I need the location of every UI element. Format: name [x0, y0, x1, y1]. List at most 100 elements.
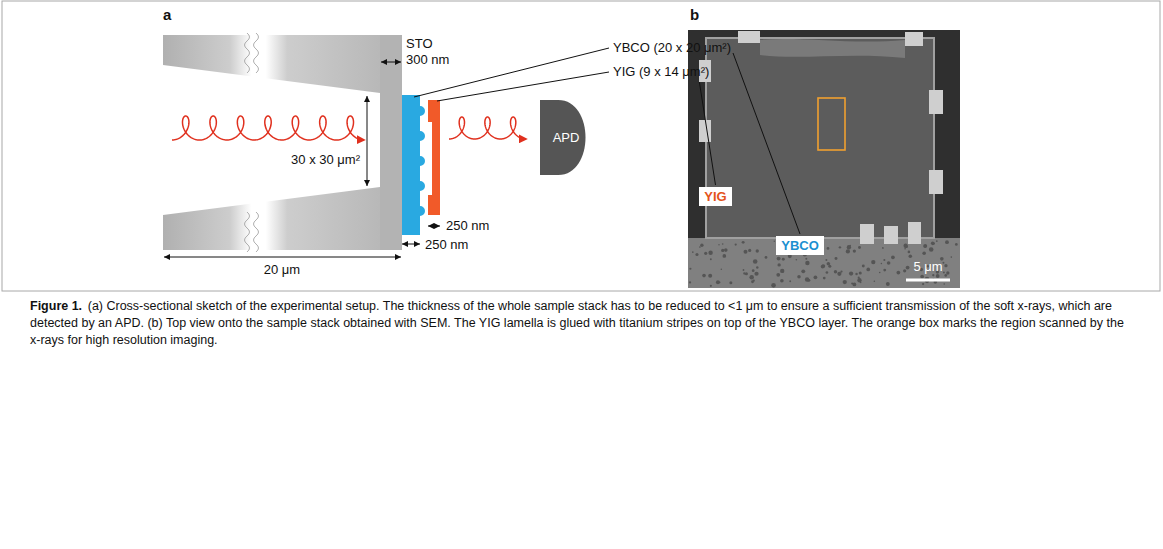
break-line — [245, 212, 250, 252]
sem-image — [688, 30, 960, 288]
sem-grain — [749, 275, 754, 280]
sem-grain — [855, 273, 857, 275]
leader-line — [437, 72, 609, 101]
sem-grain — [823, 277, 826, 280]
sem-grain — [716, 280, 720, 284]
figure-number: Figure 1. — [30, 299, 82, 313]
sem-grain — [718, 244, 719, 245]
sem-grain — [704, 252, 707, 255]
dimension-label: 250 nm — [446, 218, 489, 234]
titanium-stripe — [905, 32, 923, 46]
sem-grain — [944, 274, 947, 277]
sem-grain — [821, 264, 825, 268]
node-label: APD — [553, 130, 580, 145]
figure-frame — [2, 1, 1160, 291]
sem-grain — [929, 247, 933, 251]
sem-grain — [955, 243, 958, 246]
leader-line — [699, 82, 715, 185]
sem-grain — [754, 272, 758, 276]
sem-grain — [721, 268, 722, 269]
sto-substrate — [163, 35, 380, 93]
sem-grain — [689, 281, 691, 283]
sem-grain — [909, 254, 913, 258]
sem-grain — [906, 266, 910, 270]
sem-grain — [886, 282, 890, 286]
sem-grain — [874, 280, 876, 282]
sem-grain — [721, 249, 724, 252]
dimension-label: 20 μm — [264, 262, 300, 278]
sem-grain — [904, 248, 906, 250]
break-line — [245, 33, 250, 73]
sto-substrate — [163, 187, 380, 250]
sem-grain — [839, 246, 841, 248]
sem-grain — [807, 279, 810, 282]
sto-membrane — [380, 35, 402, 250]
callout-label: YIG (9 x 14 μm²) — [613, 64, 709, 80]
sem-grain — [942, 262, 944, 264]
sem-grain — [805, 258, 807, 260]
titanium-stripe — [699, 120, 711, 142]
yig-layer — [428, 100, 440, 215]
sem-grain — [930, 248, 932, 250]
detector-apd: APD — [540, 100, 592, 175]
sem-grain — [729, 281, 732, 284]
sem-grain — [756, 249, 759, 252]
titanium-stripe — [929, 90, 943, 114]
sem-grain — [782, 258, 785, 261]
sem-grain — [789, 280, 791, 282]
sem-grain — [751, 280, 754, 283]
sem-grain — [796, 259, 798, 261]
dimension-arrow — [428, 226, 440, 227]
titanium-stripe — [929, 170, 943, 194]
sem-grain — [743, 269, 745, 271]
titanium-stripe — [738, 31, 760, 43]
detector-body — [540, 100, 586, 175]
sem-grain — [924, 245, 926, 247]
sem-grain — [843, 280, 847, 284]
sem-grain — [700, 244, 703, 247]
dimension-label: 300 nm — [406, 52, 449, 68]
sem-grain — [882, 247, 884, 249]
sem-grain — [932, 274, 934, 276]
sem-grain — [846, 249, 850, 253]
sem-grain — [828, 265, 831, 268]
sem-label-box: YBCO — [776, 236, 824, 255]
sem-grain — [908, 251, 911, 254]
sem-grain — [801, 269, 805, 273]
sem-grain — [765, 256, 768, 259]
titanium-stripe — [908, 222, 921, 244]
sem-grain — [903, 269, 906, 272]
xray-beam — [172, 116, 364, 140]
scan-region-box — [818, 98, 845, 150]
sem-grain — [821, 265, 825, 269]
sem-grain — [695, 253, 698, 256]
leader-line — [733, 53, 800, 234]
sem-grain — [825, 259, 827, 261]
sem-grain — [744, 250, 748, 254]
dimension-arrow — [402, 244, 420, 245]
layer-name: STO — [406, 36, 433, 52]
sem-grain — [752, 269, 755, 272]
panel-letter: a — [163, 6, 171, 24]
sem-grain — [887, 261, 891, 265]
sem-grain — [944, 264, 947, 267]
dimension-arrow — [367, 96, 368, 186]
dimension-arrow — [381, 62, 401, 63]
sem-grain — [950, 256, 952, 258]
callout-label: YBCO (20 x 20 μm²) — [613, 40, 731, 56]
dimension-arrow — [164, 257, 401, 258]
sem-grain — [859, 271, 862, 274]
sem-grain — [826, 271, 829, 274]
sem-grain — [862, 265, 865, 268]
sem-grain — [827, 247, 830, 250]
scale-label: 5 μm — [913, 259, 942, 275]
sem-grain — [699, 246, 701, 248]
sem-grain — [692, 251, 694, 253]
sem-grain — [742, 241, 745, 244]
titanium-stripes — [699, 31, 943, 244]
sem-grain — [805, 261, 809, 265]
sem-grain — [849, 245, 851, 247]
sem-grain — [943, 272, 945, 274]
